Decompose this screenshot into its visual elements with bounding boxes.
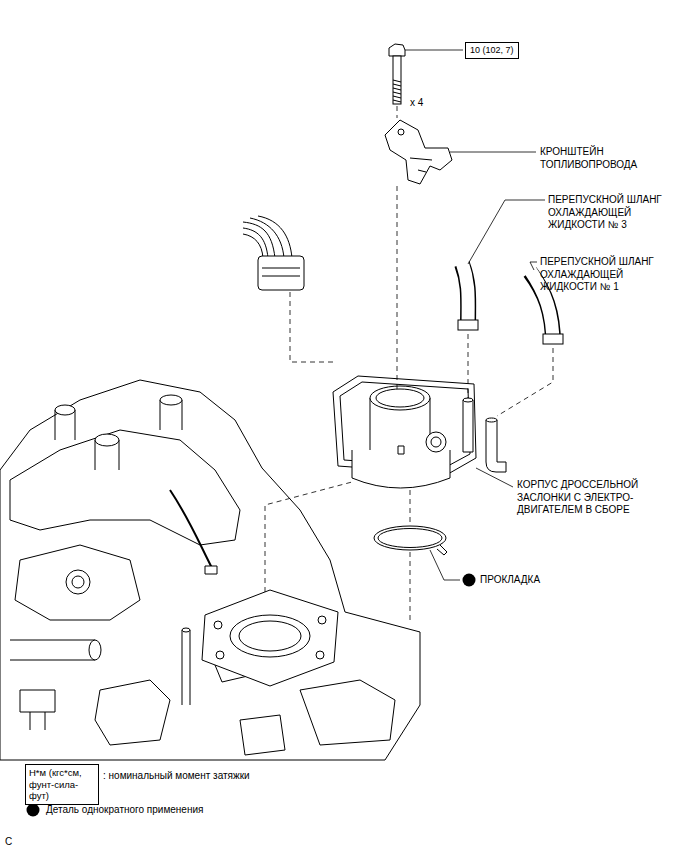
part-name: КРОНШТЕЙН ТОПЛИВОПРОВОДА (540, 146, 644, 171)
spec-box: 10 (102, 7) (465, 42, 519, 59)
throttle-body (333, 376, 506, 488)
part-name: КОРПУС ДРОССЕЛЬНОЙ ЗАСЛОНКИ С ЭЛЕКТРО- Д… (517, 479, 649, 517)
part-name: ПЕРЕПУСКНОЙ ШЛАНГ ОХЛАЖДАЮЩЕЙ ЖИДКОСТИ №… (540, 256, 668, 294)
part-name: ПРОКЛАДКА (480, 574, 540, 587)
spec-text: Н*м (кгс*см, фунт-сила-фут) (29, 767, 95, 802)
bolt (389, 44, 405, 104)
assembly-lines (265, 106, 553, 620)
figure-code: C (5, 836, 12, 849)
gasket (374, 526, 447, 555)
legend-text: : номинальный момент затяжки (103, 770, 250, 783)
spec-text: 10 (102, 7) (470, 45, 514, 56)
intake-flange (202, 590, 338, 686)
quantity-note: x 4 (410, 97, 423, 110)
wire-connector (243, 216, 304, 290)
legend-dot (27, 804, 40, 817)
single-use-dot (463, 574, 476, 587)
fuel-pipe-bracket (385, 120, 452, 184)
part-name: ПЕРЕПУСКНОЙ ШЛАНГ ОХЛАЖДАЮЩЕЙ ЖИДКОСТИ №… (548, 194, 676, 232)
spec-box: Н*м (кгс*см, фунт-сила-фут) (25, 764, 99, 805)
legend-text: Деталь однократного применения (46, 804, 203, 817)
